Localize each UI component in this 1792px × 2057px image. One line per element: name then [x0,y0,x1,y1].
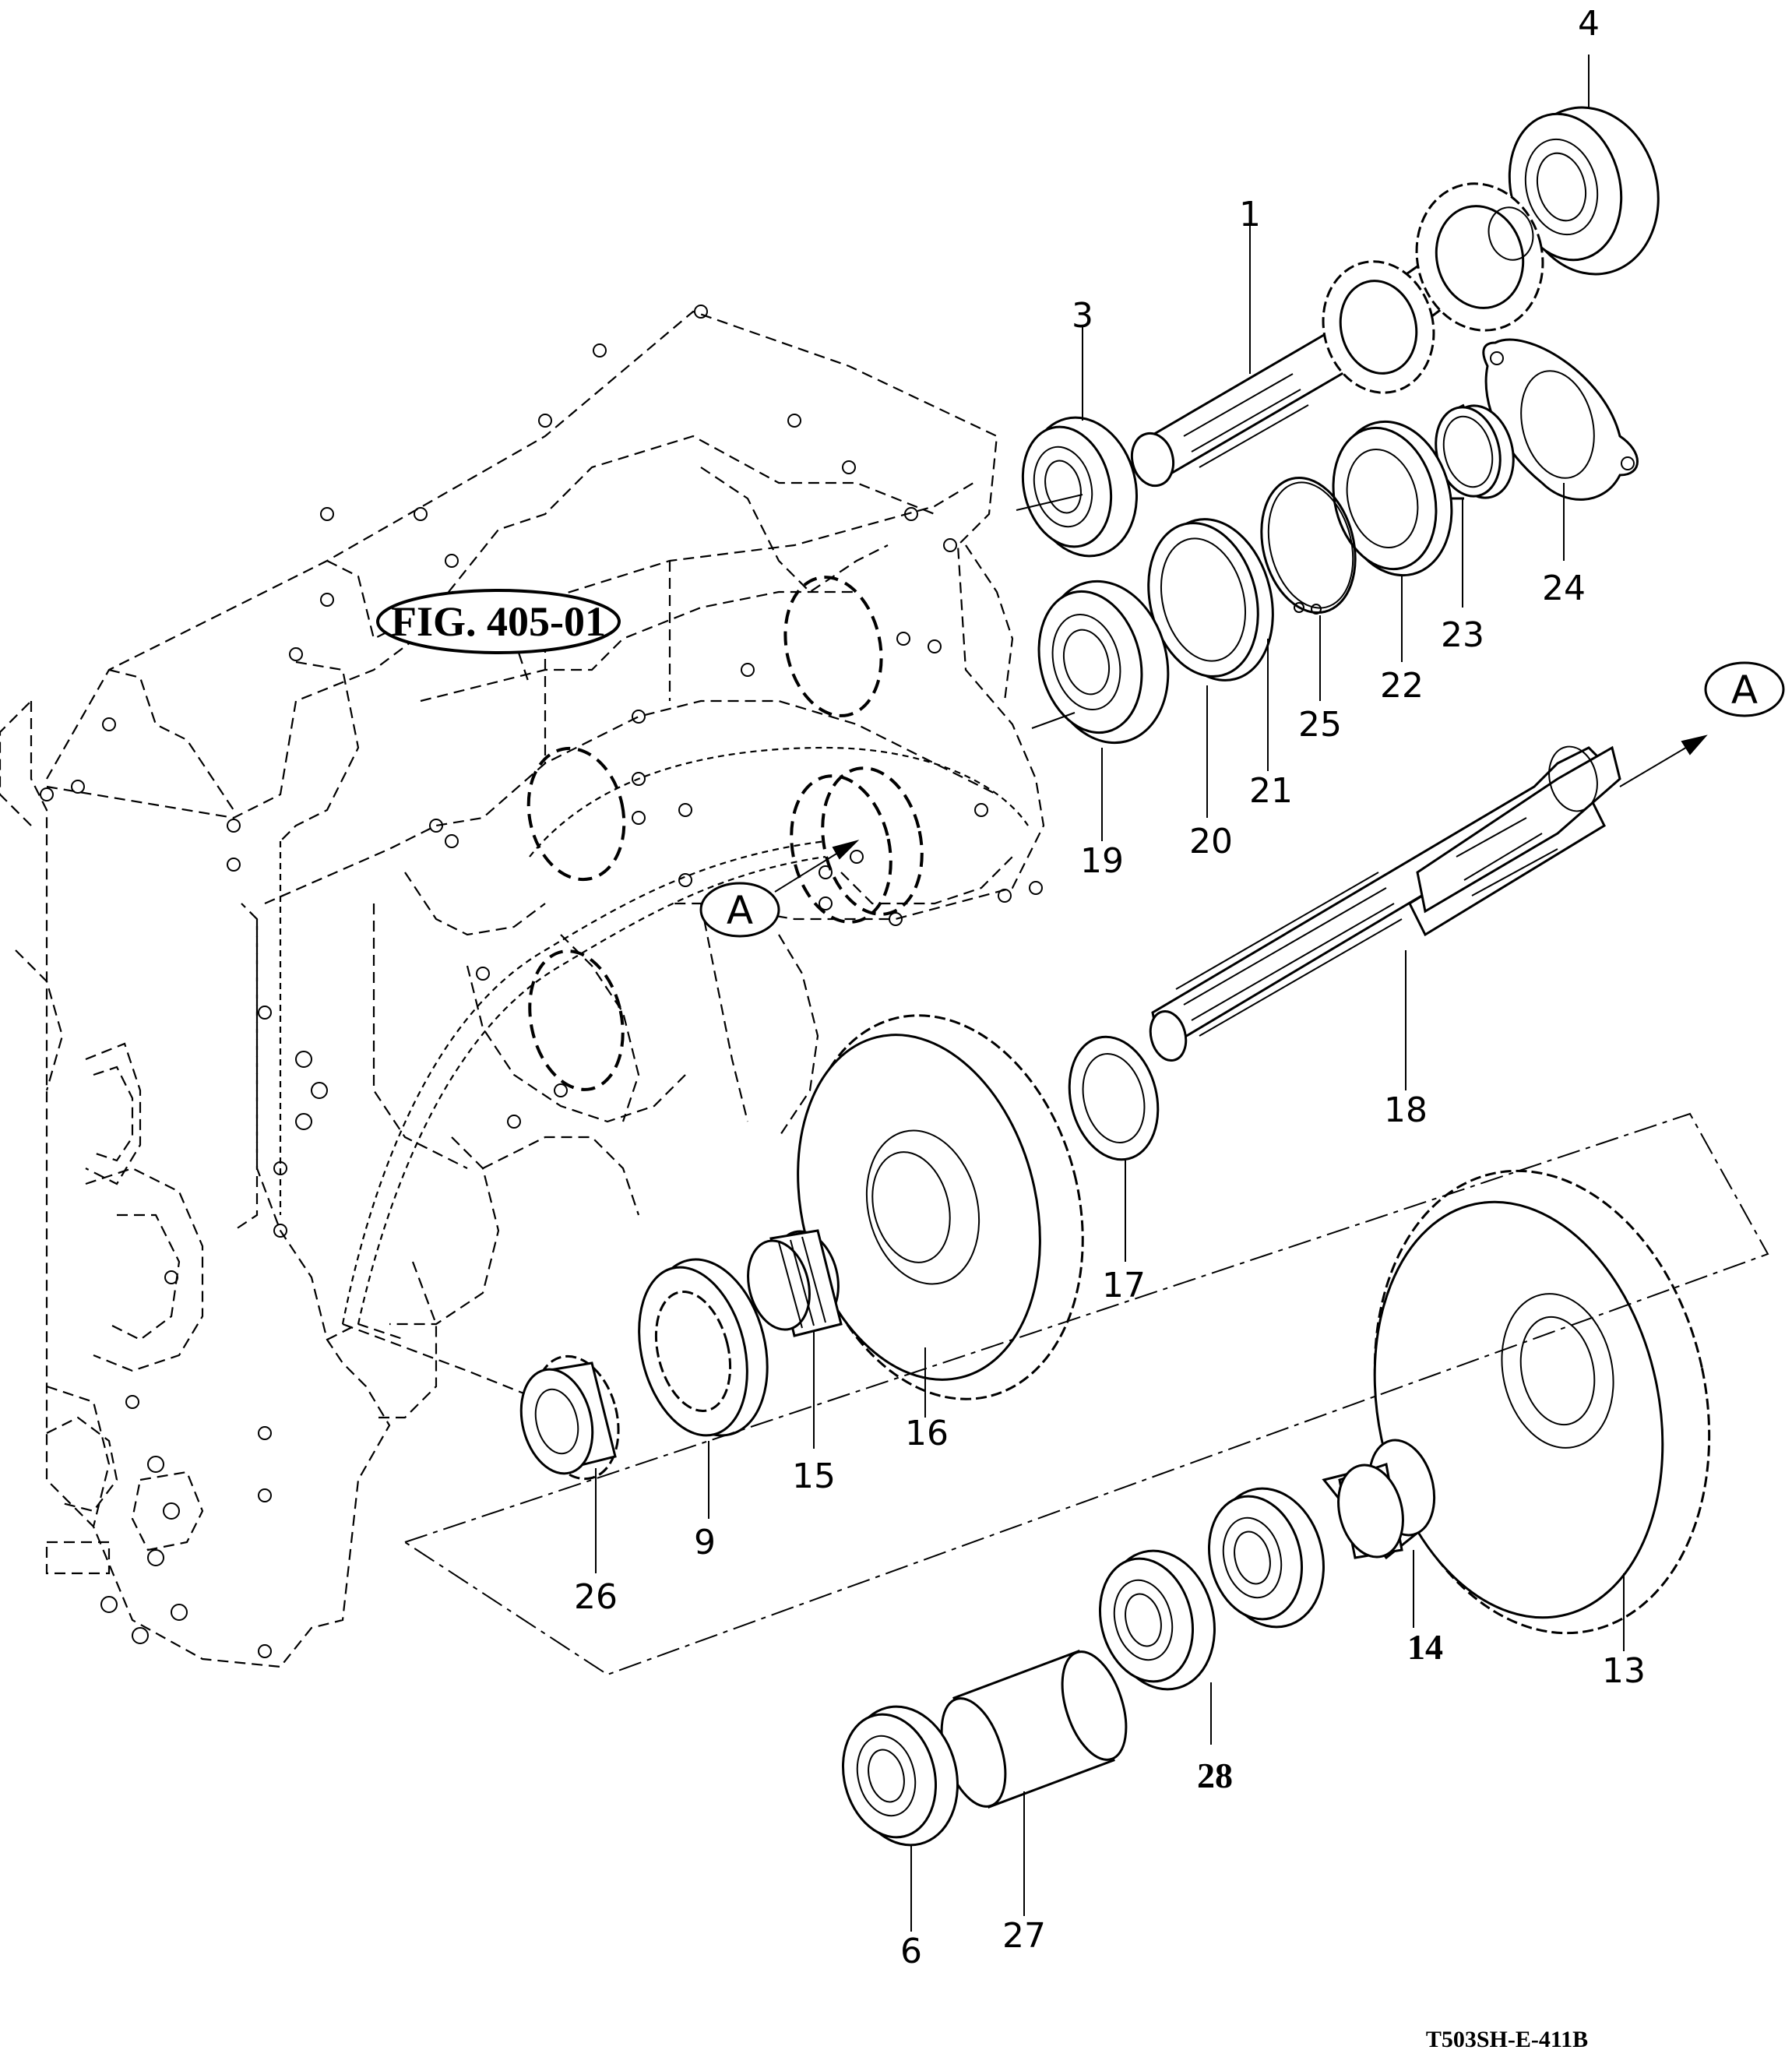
parts [403,106,1769,1847]
transmission-housing-phantom [0,305,1045,1668]
part-15-needle-bearing [747,1229,843,1337]
view-mark-a-lower: A [699,882,780,938]
callout-18: 18 [1384,1090,1428,1130]
callout-3: 3 [1072,296,1093,336]
part-26-gear [519,1354,620,1481]
part-17-thrust-washer [1068,1035,1160,1161]
callout-22: 22 [1380,666,1424,706]
part-3-bearing [1021,416,1138,558]
callout-21: 21 [1249,771,1293,811]
callout-23: 23 [1441,615,1484,655]
callout-20: 20 [1189,822,1233,861]
part-6-bearing [841,1705,959,1847]
part-25-snap-ring [1260,476,1357,615]
view-mark-a-upper: A [1704,661,1785,717]
part-23-bushing [1435,403,1515,500]
part-1-gear-shaft [1130,182,1544,488]
assembly-boundary [403,1112,1769,1676]
callout-26: 26 [574,1577,618,1617]
bearing-upper [1207,1487,1325,1629]
figure-reference-text: FIG. 405-01 [391,598,606,645]
drawing-number: T503SH-E-411B [1426,2027,1588,2052]
callout-28: 28 [1197,1756,1233,1795]
callout-4: 4 [1578,4,1600,44]
leader-lines [595,55,1708,1932]
callout-24: 24 [1542,569,1586,608]
callout-labels: 1 3 4 6 9 13 14 15 16 17 18 19 20 21 22 … [574,4,1646,1971]
part-20-21-sleeve [1147,518,1274,682]
callout-13: 13 [1602,1651,1646,1691]
callout-6: 6 [900,1932,922,1971]
part-14-collar [1322,1439,1436,1560]
callout-16: 16 [905,1414,949,1453]
part-13-helical-gear [1373,1169,1711,1635]
part-9-shift-sleeve [638,1258,769,1437]
part-28-bearing [1098,1549,1216,1691]
part-18-shaft [1149,745,1621,1062]
part-4-bearing [1508,106,1660,276]
callout-14: 14 [1407,1627,1443,1667]
callout-9: 9 [694,1523,716,1562]
part-16-gear [797,1014,1084,1400]
view-mark-label: A [727,888,753,933]
callout-17: 17 [1102,1266,1146,1305]
view-mark-label: A [1731,667,1758,713]
part-19-bearing [1037,579,1170,745]
callout-25: 25 [1298,705,1342,745]
part-27-pin [940,1650,1128,1809]
part-22-seal [1332,420,1453,577]
figure-reference-badge[interactable]: FIG. 405-01 [376,589,621,654]
callout-19: 19 [1080,841,1124,881]
callout-1: 1 [1239,195,1261,234]
callout-15: 15 [792,1456,836,1496]
part-24-plate [1482,338,1639,501]
callout-27: 27 [1002,1916,1046,1956]
